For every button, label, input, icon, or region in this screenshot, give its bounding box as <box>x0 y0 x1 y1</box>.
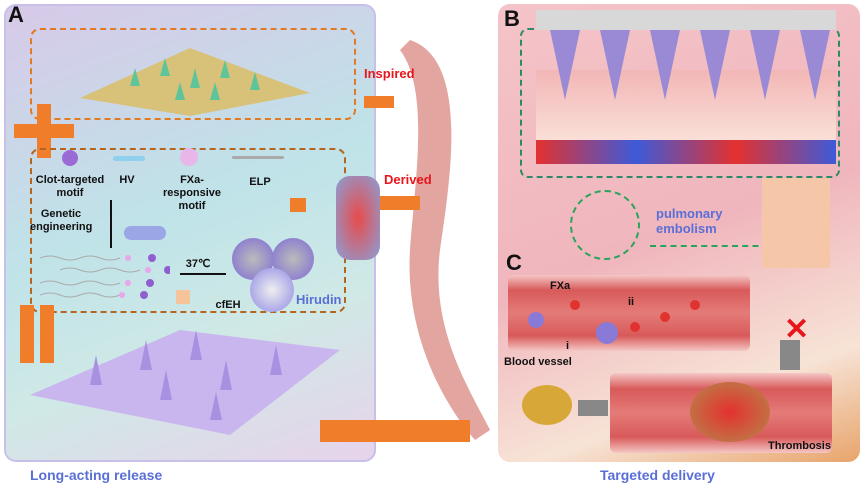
plus-sign-v <box>37 104 51 158</box>
clot-motif-icon <box>62 150 78 166</box>
leech-illustration <box>400 40 490 440</box>
snail-clock-icon <box>522 385 572 425</box>
fxa-motif-icon <box>180 148 198 166</box>
genetic-engineering-label: Genetic engineering <box>30 208 93 233</box>
temperature-label: 37℃ <box>185 258 211 270</box>
red-blood-cell <box>690 300 700 310</box>
hv-icon <box>113 156 145 161</box>
step-ii-label: ii <box>628 296 635 308</box>
patch-backing <box>536 10 836 30</box>
cfeh-bound-particle <box>596 322 618 344</box>
microneedles-in-skin <box>550 30 830 100</box>
connector-line <box>650 245 820 247</box>
right-arrow <box>180 273 226 275</box>
derived-label: Derived <box>384 172 432 187</box>
step-i-label: i <box>566 340 570 352</box>
inspired-label: Inspired <box>364 66 415 81</box>
down-arrow <box>110 200 112 248</box>
microneedle-patch-illustration <box>80 48 310 116</box>
blood-vessels <box>536 140 836 164</box>
hirudin-protein-structure <box>336 176 380 260</box>
lung-circle <box>570 190 640 260</box>
gray-arrow-down <box>780 340 800 370</box>
to-cfeh-arrow <box>290 198 306 212</box>
thrombosis-label: Thrombosis <box>768 440 831 452</box>
thrombus <box>690 382 770 442</box>
panel-b-label: B <box>504 6 520 31</box>
panel-c-label: C <box>506 250 522 275</box>
skin-layer <box>536 70 836 150</box>
hirudin-label: Hirudin <box>296 292 342 307</box>
panel-a-label: A <box>8 2 24 27</box>
red-blood-cell <box>660 312 670 322</box>
delivery-arrow <box>320 420 470 442</box>
blood-vessel-label: Blood vessel <box>504 356 572 368</box>
cfeh-micelle <box>250 268 294 312</box>
body-silhouette <box>762 178 830 268</box>
clot-motif-label: Clot-targeted motif <box>35 174 105 199</box>
bacteria-icon <box>124 226 166 240</box>
blood-vessel-top <box>508 275 750 351</box>
red-blood-cell <box>570 300 580 310</box>
cfeh-particle <box>528 312 544 328</box>
gray-arrow-right <box>578 400 608 416</box>
elp-label: ELP <box>249 176 271 188</box>
derived-arrow <box>380 196 420 210</box>
red-blood-cell <box>630 322 640 332</box>
microneedle-patch-box <box>30 28 356 120</box>
cfeh-label: cfEH <box>215 299 241 311</box>
fxa-motif-label: FXa-responsive motif <box>162 174 222 212</box>
fxa-label: FXa <box>550 280 571 292</box>
down-arrow-light <box>176 290 190 304</box>
targeted-delivery-caption: Targeted delivery <box>600 467 715 483</box>
hv-label: HV <box>119 174 135 186</box>
long-acting-release-caption: Long-acting release <box>30 467 163 483</box>
equals-sign-bar <box>20 305 34 363</box>
fusion-protein-chains <box>40 254 170 299</box>
inspired-arrow <box>364 96 394 108</box>
elp-icon <box>232 156 284 159</box>
pulmonary-embolism-label: pulmonary embolism <box>656 206 723 236</box>
equals-sign-bar <box>40 305 54 363</box>
hirudin-microneedle-patch <box>30 330 340 435</box>
